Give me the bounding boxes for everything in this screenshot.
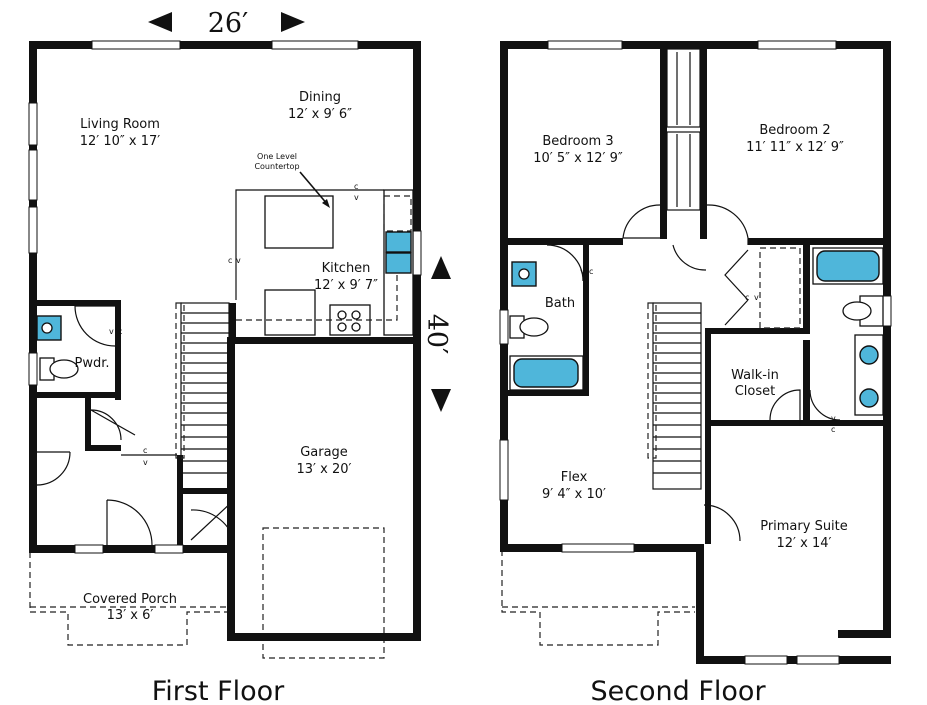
marker-v: v xyxy=(354,193,359,202)
bathtub-icon xyxy=(513,358,579,388)
bath-name: Bath xyxy=(545,296,575,311)
flex-name: Flex xyxy=(561,470,588,485)
porch-name: Covered Porch xyxy=(83,592,177,607)
shower-outline xyxy=(759,247,801,329)
first-floor-stairs xyxy=(175,302,230,490)
pointer-arrow-icon xyxy=(322,199,330,208)
dining-size: 12′ x 9′ 6″ xyxy=(288,107,352,122)
second-floor-windows xyxy=(499,40,892,665)
second-floor-stairs xyxy=(647,302,702,490)
width-label: 26′ xyxy=(208,8,249,39)
primary-suite-name: Primary Suite xyxy=(760,519,848,534)
second-floor-plan: Bedroom 3 10′ 5″ x 12′ 9″ Bedroom 2 11′ … xyxy=(499,40,892,705)
bath-fixtures xyxy=(509,247,884,416)
powder-toilet-icon xyxy=(39,357,79,381)
marker-c: c xyxy=(228,256,232,265)
arrow-up-icon xyxy=(431,256,451,279)
marker-c: c xyxy=(143,446,147,455)
primary-tub-icon xyxy=(816,250,880,282)
first-floor-windows xyxy=(28,40,422,554)
flex-size: 9′ 4″ x 10′ xyxy=(542,487,606,502)
kitchen-name: Kitchen xyxy=(322,261,371,276)
walkin-name-line2: Closet xyxy=(735,384,776,399)
living-room-size: 12′ 10″ x 17′ xyxy=(80,134,161,149)
second-floor-doors xyxy=(546,204,841,542)
marker-v: v xyxy=(580,267,585,276)
vanity-sink-icon xyxy=(859,388,879,408)
dining-name: Dining xyxy=(299,90,341,105)
kitchen-fixtures xyxy=(235,171,414,336)
first-floor-walls xyxy=(29,41,421,641)
marker-c: c xyxy=(118,327,122,336)
countertop-note-line1: One Level xyxy=(257,152,297,161)
powder-sink-icon xyxy=(36,315,62,341)
arrow-left-icon xyxy=(148,12,172,32)
vanity-sink-icon xyxy=(859,345,879,365)
bedroom-closets xyxy=(666,48,701,211)
porch-size: 13′ x 6′ xyxy=(107,608,154,623)
primary-suite-size: 12′ x 14′ xyxy=(777,536,832,551)
countertop-note-line2: Countertop xyxy=(254,162,299,171)
first-floor-title: First Floor xyxy=(152,676,285,705)
garage-door-outline xyxy=(262,527,385,659)
marker-v: v xyxy=(143,458,148,467)
kitchen-size: 12′ x 9′ 7″ xyxy=(314,278,378,293)
bedroom2-name: Bedroom 2 xyxy=(759,123,830,138)
marker-v: v xyxy=(831,414,836,423)
marker-c: c xyxy=(745,293,749,302)
second-floor-title: Second Floor xyxy=(590,676,766,705)
living-room-name: Living Room xyxy=(80,117,160,132)
porch-outline xyxy=(29,552,230,646)
powder-room-name: Pwdr. xyxy=(74,356,109,371)
marker-c: c xyxy=(354,182,358,191)
first-floor-plan: Living Room 12′ 10″ x 17′ Dining 12′ x 9… xyxy=(28,40,422,705)
bedroom3-name: Bedroom 3 xyxy=(542,134,613,149)
walkin-name-line1: Walk-in xyxy=(731,368,779,383)
width-dimension: 26′ xyxy=(148,8,305,39)
marker-v: v xyxy=(236,256,241,265)
arrow-right-icon xyxy=(281,12,305,32)
bedroom2-size: 11′ 11″ x 12′ 9″ xyxy=(746,140,844,155)
arrow-down-icon xyxy=(431,389,451,412)
marker-c: c xyxy=(589,267,593,276)
garage-name: Garage xyxy=(300,445,348,460)
marker-v: v xyxy=(109,327,114,336)
marker-c: c xyxy=(831,425,835,434)
garage-size: 13′ x 20′ xyxy=(297,462,352,477)
stove-burner-icon xyxy=(337,310,347,320)
depth-dimension: 40′ xyxy=(421,256,452,412)
depth-label: 40′ xyxy=(421,314,452,355)
kitchen-sink-icon xyxy=(385,231,412,253)
bedroom3-size: 10′ 5″ x 12′ 9″ xyxy=(533,151,623,166)
marker-v: v xyxy=(754,293,759,302)
first-floor-doors xyxy=(36,305,235,552)
